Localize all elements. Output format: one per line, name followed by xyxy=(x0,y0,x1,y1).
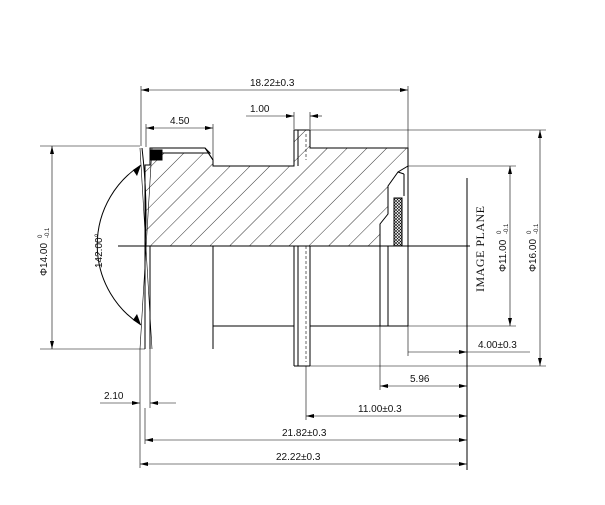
dim-dia-rear: Φ16.00 0 -0.1 xyxy=(310,129,546,367)
dim-flange-label: 4.50 xyxy=(170,116,190,127)
dim-flange: 4.50 xyxy=(145,116,214,160)
dim-dia-mid-tol-up: 0 xyxy=(497,230,503,234)
dim-offset-label: 4.00±0.3 xyxy=(478,340,517,351)
dim-dia-front-tol-dn: -0.1 xyxy=(45,227,51,238)
dim-length-a-label: 21.82±0.3 xyxy=(282,428,327,439)
fov-label: 142.00° xyxy=(94,233,105,268)
dim-overall-top: 18.22±0.3 xyxy=(140,78,409,148)
dim-mount: 11.00±0.3 xyxy=(305,366,467,420)
fov-arc: 142.00° xyxy=(94,147,153,350)
dim-dia-mid: Φ11.00 0 -0.1 xyxy=(408,165,516,327)
dim-length-a: 21.82±0.3 xyxy=(144,408,467,444)
dim-dia-rear-tol-up: 0 xyxy=(527,230,533,234)
dim-back-focus: 5.96 xyxy=(379,326,467,390)
dim-dia-rear-label: Φ16.00 xyxy=(528,239,539,272)
dim-dia-front: Φ14.00 0 -0.1 xyxy=(38,145,145,350)
dim-mount-label: 11.00±0.3 xyxy=(358,404,402,415)
dim-front: 2.10 xyxy=(100,349,176,408)
dim-overall-top-label: 18.22±0.3 xyxy=(250,78,295,89)
dim-dia-mid-label: Φ11.00 xyxy=(498,239,509,272)
dim-dia-front-label: Φ14.00 xyxy=(39,243,50,276)
image-plane-label: IMAGE PLANE xyxy=(473,206,487,293)
dim-step: 1.00 xyxy=(246,104,322,129)
dim-front-label: 2.10 xyxy=(104,391,124,402)
dim-dia-front-tol-up: 0 xyxy=(38,234,44,238)
dim-offset: 4.00±0.3 xyxy=(407,326,530,356)
dim-length-b-label: 22.22±0.3 xyxy=(276,452,321,463)
lens-body-section xyxy=(141,129,409,247)
dim-dia-rear-tol-dn: -0.1 xyxy=(534,223,540,234)
dim-step-label: 1.00 xyxy=(250,104,270,115)
lens-body-outline xyxy=(118,166,470,367)
dim-back-focus-label: 5.96 xyxy=(410,374,430,385)
dim-dia-mid-tol-dn: -0.1 xyxy=(504,223,510,234)
image-plane: IMAGE PLANE xyxy=(466,178,487,470)
dim-length-b: 22.22±0.3 xyxy=(139,408,467,468)
